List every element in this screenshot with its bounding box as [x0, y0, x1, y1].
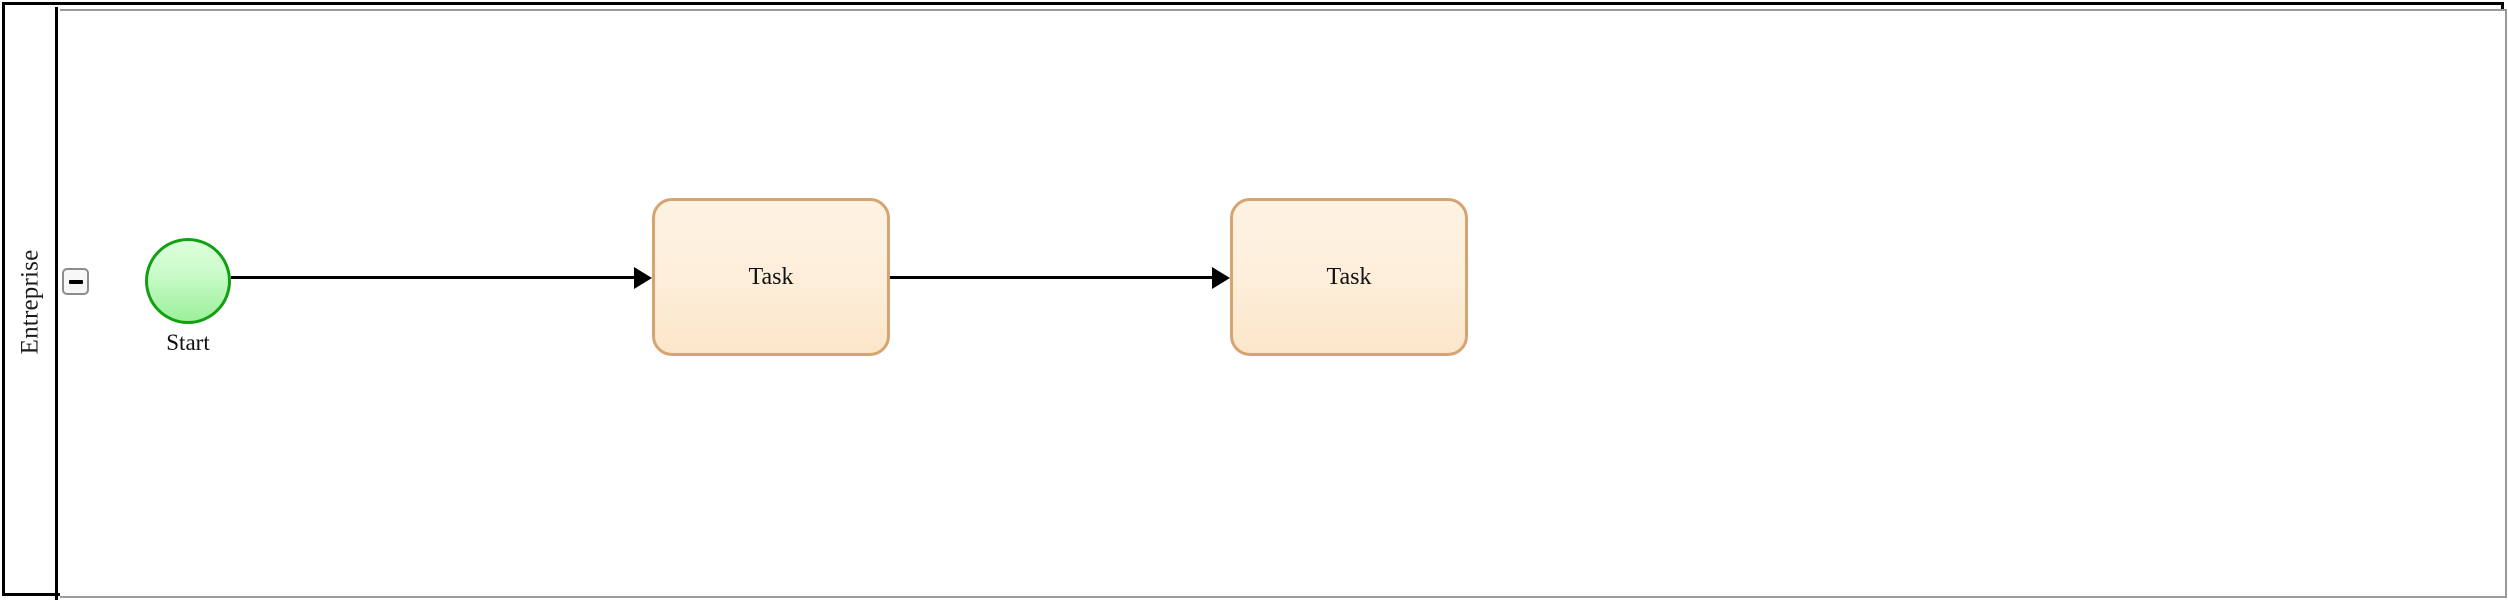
lane-collapse-button[interactable]: [62, 268, 89, 295]
start-event-node[interactable]: [145, 238, 231, 324]
task-node-2-label: Task: [1326, 263, 1372, 290]
task-node-1[interactable]: Task: [652, 198, 890, 356]
lane-title-text: Entreprise: [16, 249, 44, 355]
minus-icon: [68, 279, 83, 284]
sequence-flow-1-arrowhead-icon: [634, 267, 652, 289]
sequence-flow-2-arrowhead-icon: [1212, 267, 1230, 289]
lane-header-label: Entreprise: [5, 5, 55, 599]
sequence-flow-1-line[interactable]: [231, 276, 636, 279]
lane-header-divider: [55, 7, 58, 600]
task-node-1-label: Task: [748, 263, 794, 290]
task-node-2[interactable]: Task: [1230, 198, 1468, 356]
start-event-label: Start: [166, 330, 210, 355]
sequence-flow-2-line[interactable]: [890, 276, 1214, 279]
